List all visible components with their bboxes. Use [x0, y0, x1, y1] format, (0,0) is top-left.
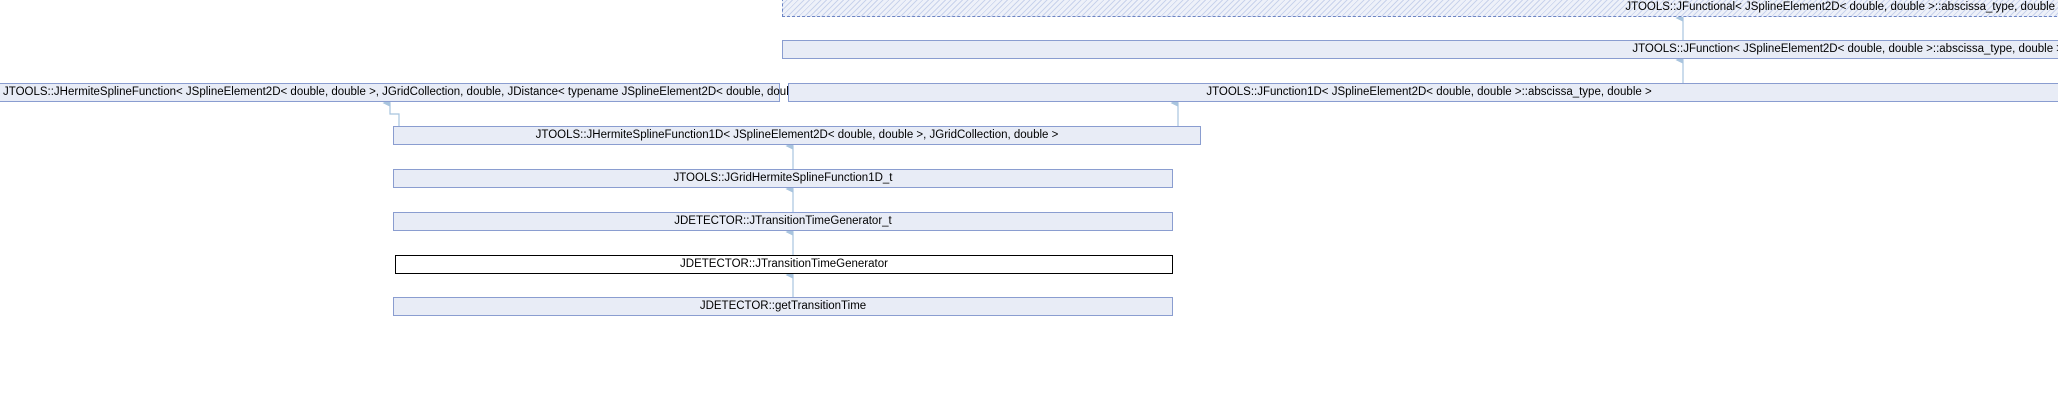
class-node-label: JTOOLS::JHermiteSplineFunction1D< JSplin… [535, 129, 1059, 141]
class-node-jhermitesplinefunction[interactable]: JTOOLS::JHermiteSplineFunction< JSplineE… [0, 83, 911, 102]
class-node-jtransitiontimegenerator[interactable]: JDETECTOR::JTransitionTimeGenerator [395, 255, 1173, 274]
class-node-label: JDETECTOR::getTransitionTime [699, 300, 867, 312]
class-node-label: JTOOLS::JHermiteSplineFunction< JSplineE… [3, 86, 911, 98]
class-node-label: JTOOLS::JFunction1D< JSplineElement2D< d… [1206, 86, 1652, 98]
class-node-gettransitiontime[interactable]: JDETECTOR::getTransitionTime [393, 297, 1173, 316]
class-node-jfunction1d[interactable]: JTOOLS::JFunction1D< JSplineElement2D< d… [788, 83, 2058, 102]
class-node-label: JTOOLS::JFunctional< JSplineElement2D< d… [1625, 1, 2058, 13]
class-node-jhermitesplinefunction1d[interactable]: JTOOLS::JHermiteSplineFunction1D< JSplin… [393, 126, 1201, 145]
class-node-label: JTOOLS::JFunction< JSplineElement2D< dou… [1632, 43, 2058, 55]
class-node-label: JDETECTOR::JTransitionTimeGenerator_t [674, 215, 892, 227]
class-node-jfunctional[interactable]: JTOOLS::JFunctional< JSplineElement2D< d… [782, 0, 2058, 17]
inheritance-arrow-jhermitesplinefunction1d-to-jhermitesplinefunction [382, 99, 400, 126]
class-node-jtransitiontimegenerator_t[interactable]: JDETECTOR::JTransitionTimeGenerator_t [393, 212, 1173, 231]
class-node-label: JTOOLS::JGridHermiteSplineFunction1D_t [673, 172, 893, 184]
class-node-jfunction[interactable]: JTOOLS::JFunction< JSplineElement2D< dou… [782, 40, 2058, 59]
class-node-jgridhermitesplinefunction1d_t[interactable]: JTOOLS::JGridHermiteSplineFunction1D_t [393, 169, 1173, 188]
class-node-label: JDETECTOR::JTransitionTimeGenerator [680, 258, 888, 270]
